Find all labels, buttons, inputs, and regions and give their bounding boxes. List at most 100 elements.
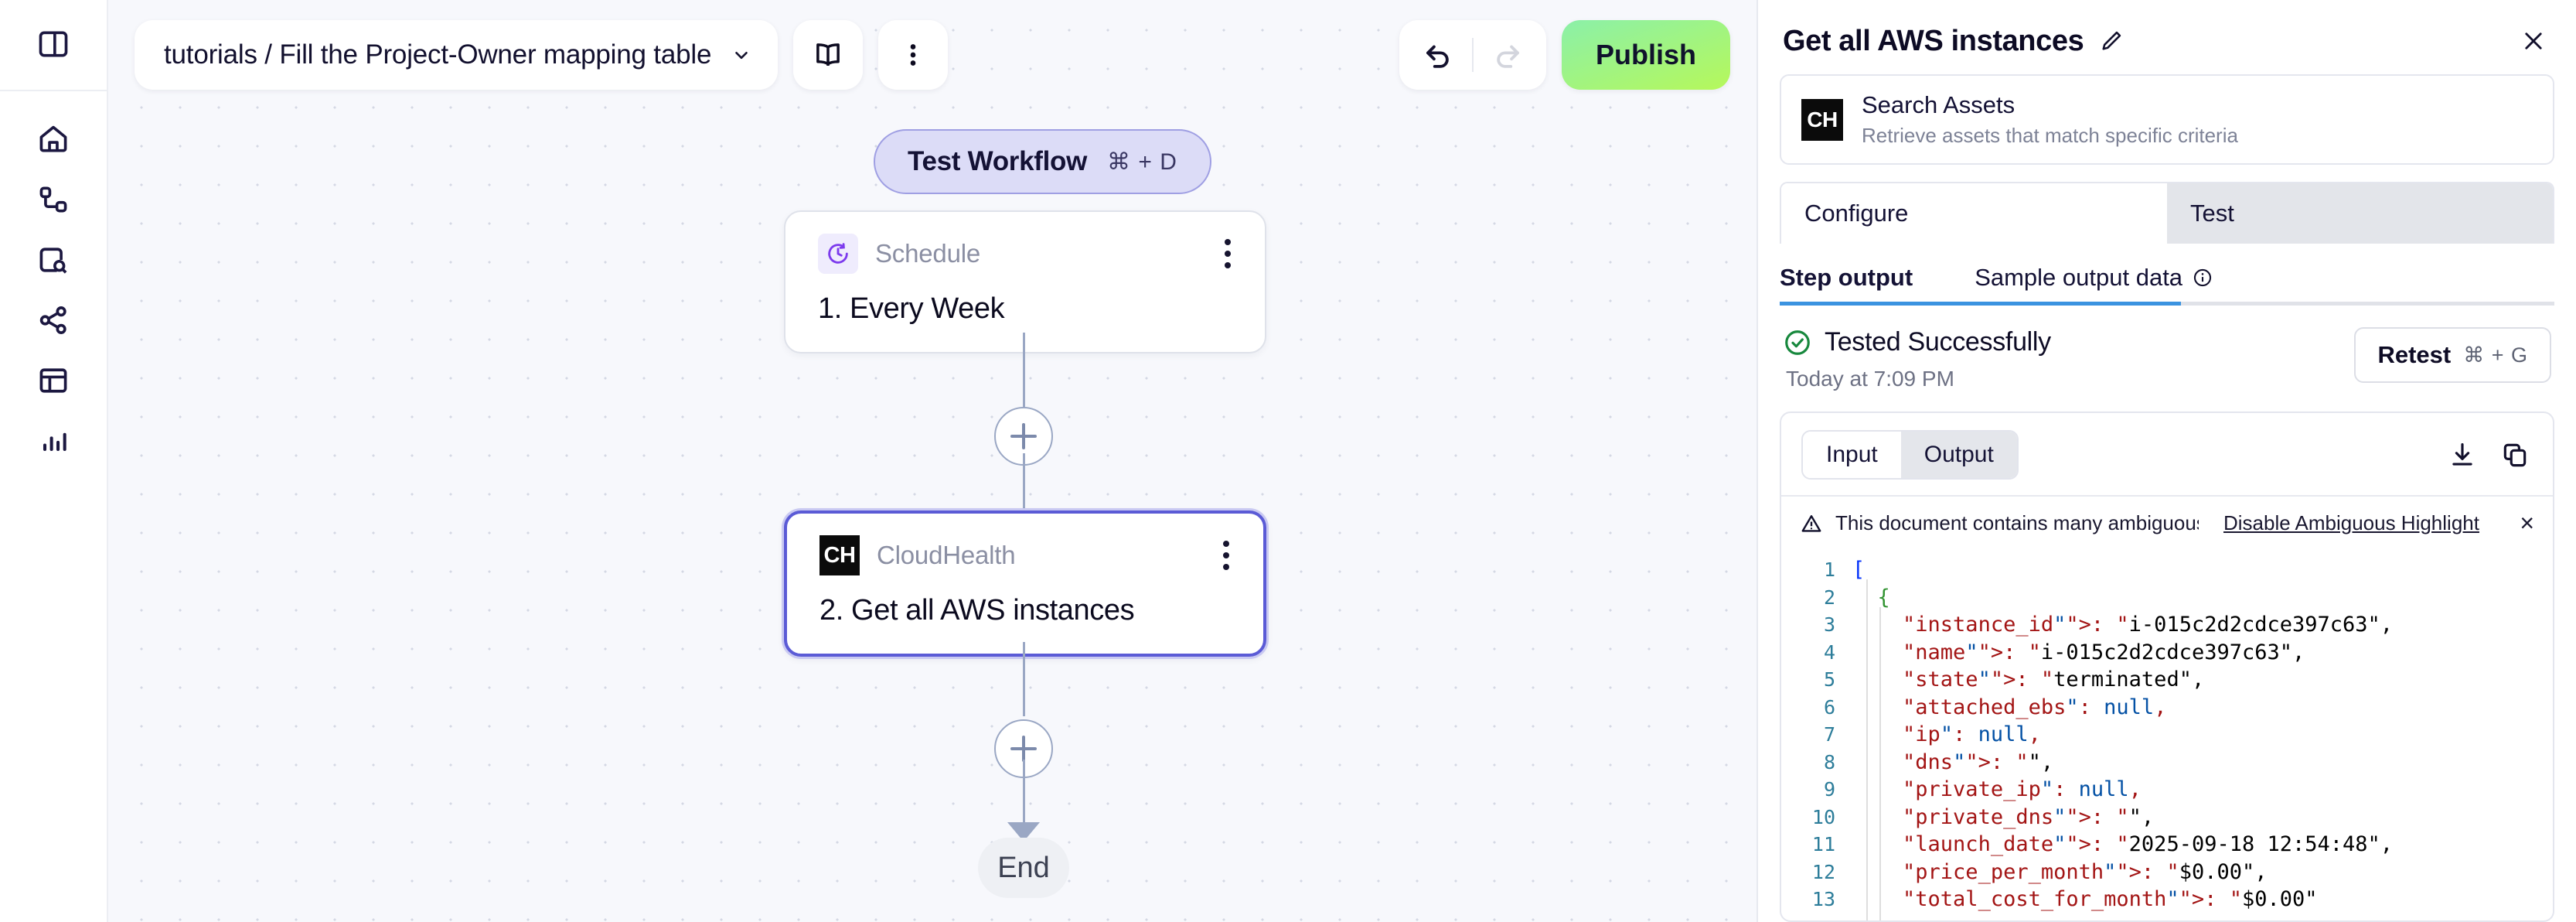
line-number: 4	[1823, 640, 1835, 664]
code-line: 6 "attached_ebs": null,	[1781, 694, 2553, 722]
breadcrumb-selector[interactable]: tutorials / Fill the Project-Owner mappi…	[135, 20, 779, 90]
code-line: 3 "instance_id"">: "i-015c2d2cdce397c63"…	[1781, 611, 2553, 639]
line-number: 8	[1823, 750, 1835, 773]
publish-button[interactable]: Publish	[1561, 20, 1730, 90]
end-node[interactable]: End	[978, 838, 1069, 898]
test-status-row: Tested Successfully Today at 7:09 PM Ret…	[1780, 306, 2554, 391]
action-text: Search Assets Retrieve assets that match…	[1862, 91, 2238, 148]
code-text: "private_ip": null,	[1903, 777, 2142, 801]
code-text: {	[1877, 585, 1890, 610]
sidebar-item-share[interactable]	[16, 291, 90, 350]
output-box: Input Output	[1780, 411, 2554, 922]
io-toggle: Input Output	[1801, 430, 2019, 480]
io-option-output[interactable]: Output	[1900, 432, 2017, 478]
code-text: "state"">: "terminated",	[1903, 668, 2205, 692]
connector-1	[1023, 333, 1025, 410]
action-description: Retrieve assets that match specific crit…	[1862, 124, 2238, 147]
io-actions	[2448, 440, 2533, 470]
line-number: 12	[1811, 860, 1835, 883]
indent-guide	[1879, 607, 1881, 920]
line-number: 6	[1823, 695, 1835, 719]
table-icon	[39, 368, 67, 393]
io-option-input[interactable]: Input	[1803, 432, 1901, 478]
connector-3	[1023, 642, 1025, 716]
code-line: 9 "private_ip": null,	[1781, 776, 2553, 804]
sidebar-item-workflows[interactable]	[16, 170, 90, 229]
code-line: 8 "dns"">: "",	[1781, 749, 2553, 777]
undo-icon	[1426, 45, 1449, 68]
pencil-icon	[2102, 31, 2121, 50]
more-options-button[interactable]	[878, 20, 949, 90]
subtab-sample-output-label: Sample output data	[1975, 264, 2183, 291]
sidebar-item-analytics[interactable]	[16, 411, 90, 470]
chevron-down-icon	[735, 51, 748, 60]
code-line: 11 "launch_date"">: "2025-09-18 12:54:48…	[1781, 831, 2553, 859]
home-icon	[39, 125, 67, 152]
edit-title-button[interactable]	[2099, 29, 2124, 53]
sidebar-item-home[interactable]	[16, 110, 90, 169]
node-menu-button[interactable]	[1217, 541, 1235, 570]
sidebar-item-tables[interactable]	[16, 351, 90, 410]
workflow-canvas[interactable]: tutorials / Fill the Project-Owner mappi…	[108, 0, 1757, 922]
node-menu-button[interactable]	[1218, 239, 1237, 268]
download-icon	[2452, 442, 2472, 466]
panel-title: Get all AWS instances	[1783, 24, 2084, 57]
tab-test[interactable]: Test	[2167, 183, 2553, 244]
check-circle-icon	[1785, 330, 1810, 355]
line-number: 7	[1823, 723, 1835, 746]
node-app-name: Schedule	[875, 239, 981, 268]
warning-text: This document contains many ambiguous un…	[1835, 511, 2199, 534]
subtab-step-output[interactable]: Step output	[1780, 264, 1913, 291]
panel-toggle-icon	[39, 31, 68, 57]
search-box-icon	[39, 248, 67, 274]
connector-4	[1023, 760, 1025, 834]
line-number: 13	[1811, 888, 1835, 910]
download-button[interactable]	[2448, 440, 2477, 470]
node-title: 1. Every Week	[818, 292, 1005, 325]
nodes-icon	[39, 186, 67, 213]
action-card[interactable]: CH Search Assets Retrieve assets that ma…	[1780, 74, 2554, 165]
test-workflow-shortcut: ⌘ + D	[1107, 149, 1177, 175]
test-workflow-label: Test Workflow	[908, 146, 1088, 176]
cloudhealth-logo-icon: CH	[1801, 98, 1843, 141]
io-toolbar: Input Output	[1781, 413, 2553, 495]
status-block: Tested Successfully Today at 7:09 PM	[1783, 327, 2051, 391]
sidebar-item-search-assets[interactable]	[16, 230, 90, 289]
code-text: "ip": null,	[1903, 722, 2041, 746]
docs-button[interactable]	[793, 20, 864, 90]
undo-button[interactable]	[1410, 26, 1467, 84]
dismiss-warning-button[interactable]: ×	[2520, 509, 2534, 537]
copy-button[interactable]	[2500, 440, 2530, 470]
test-workflow-button[interactable]: Test Workflow ⌘ + D	[874, 129, 1211, 194]
code-text: "name"">: "i-015c2d2cdce397c63",	[1903, 640, 2305, 664]
redo-icon	[1497, 45, 1519, 68]
code-text: "attached_ebs": null,	[1903, 695, 2167, 719]
left-rail	[0, 0, 108, 922]
retest-button[interactable]: Retest ⌘ + G	[2354, 327, 2551, 383]
clock-icon	[828, 243, 848, 264]
share-icon	[39, 306, 66, 334]
close-panel-button[interactable]	[2516, 23, 2551, 59]
disable-ambiguous-highlight-link[interactable]: Disable Ambiguous Highlight	[2223, 511, 2479, 534]
book-icon	[816, 43, 840, 66]
status-text: Tested Successfully	[1825, 327, 2051, 357]
panel-toggle-button[interactable]	[16, 15, 90, 73]
code-line: 2 {	[1781, 584, 2553, 612]
status-main: Tested Successfully	[1783, 327, 2051, 357]
line-number: 9	[1823, 778, 1835, 801]
status-timestamp: Today at 7:09 PM	[1786, 367, 1954, 391]
more-vertical-icon	[910, 44, 916, 66]
line-number: 1	[1823, 558, 1835, 581]
cloudhealth-logo-icon: CH	[819, 535, 860, 575]
node-schedule[interactable]: Schedule 1. Every Week	[784, 210, 1266, 353]
node-cloudhealth[interactable]: CH CloudHealth 2. Get all AWS instances	[784, 511, 1266, 657]
redo-button[interactable]	[1478, 26, 1535, 84]
code-line: 13 "total_cost_for_month"">: "$0.00"	[1781, 886, 2553, 913]
undo-redo-group	[1399, 20, 1546, 90]
json-output-viewer[interactable]: 1[2 {3 "instance_id"">: "i-015c2d2cdce39…	[1781, 550, 2553, 920]
tab-configure[interactable]: Configure	[1781, 183, 2167, 244]
node-header: Schedule	[818, 234, 1237, 274]
subtab-sample-output-data[interactable]: Sample output data	[1975, 264, 2213, 306]
line-number: 3	[1823, 613, 1835, 636]
node-app-name: CloudHealth	[877, 541, 1016, 569]
